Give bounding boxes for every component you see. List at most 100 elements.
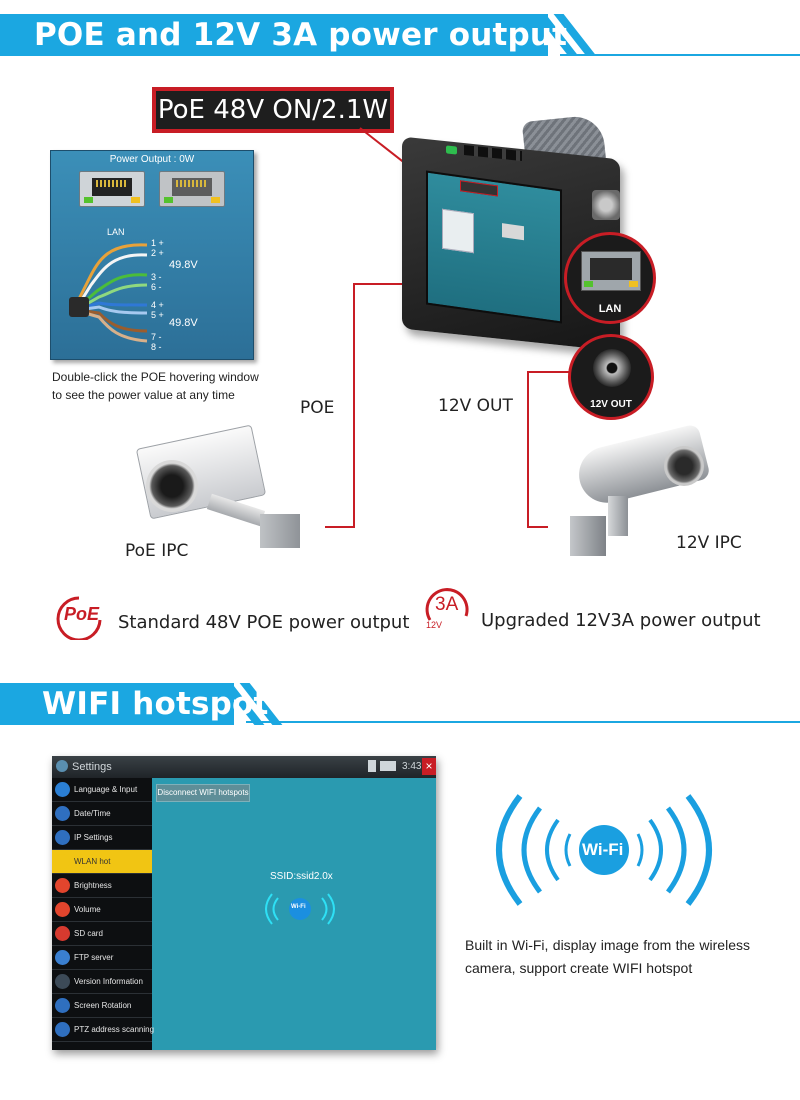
zoom-12v-label: 12V OUT [590,399,632,410]
menu-item[interactable]: Volume [52,898,152,922]
logo-12v: 12V [426,620,443,630]
menu-item[interactable]: IP Settings [52,826,152,850]
poe-caption-line2: to see the power value at any time [52,388,235,402]
voltage-bottom: 49.8V [169,317,198,329]
sd-card-icon [368,760,376,772]
led-green [584,281,593,287]
menu-item-icon [55,902,70,917]
menu-item-icon [55,878,70,893]
port-jack [590,258,632,280]
banner-line [246,721,800,723]
12v-feature-text: Upgraded 12V3A power output [481,610,761,631]
camera-lens-icon [664,446,704,486]
menu-item[interactable]: Date/Time [52,802,152,826]
camera-lens-icon [146,460,198,512]
pin-label: 7 - [151,333,162,342]
pin-label: 2 + [151,249,164,258]
menu-item-label: Language & Input [74,785,138,794]
led-yellow [629,281,638,287]
battery-icon [380,761,396,771]
disconnect-wifi-button[interactable]: Disconnect WIFI hotspots [156,784,250,802]
dc-port-zoom: 12V OUT [568,334,654,420]
lan-port-zoom: LAN [564,232,656,324]
menu-item-label: PTZ address scanning [74,1025,155,1034]
banner-bar [0,683,234,725]
pin-label: 6 - [151,283,162,292]
poe-label: POE [300,398,335,418]
menu-item-label: Brightness [74,881,112,890]
pin-number: 2 [151,248,157,258]
menu-item-icon [55,830,70,845]
banner-poe: POE and 12V 3A power output [0,14,800,56]
pin-sign: - [158,282,162,292]
out12v-label: 12V OUT [438,396,513,416]
led-green [84,197,93,203]
menu-item-label: IP Settings [74,833,113,842]
menu-item[interactable]: PTZ address scanning [52,1018,155,1042]
camera-arm [608,496,628,536]
dc-connector-line [527,371,572,528]
pin-label: 5 + [151,311,164,320]
menu-item-icon [55,1022,70,1037]
pin-sign: + [158,310,164,320]
pin-sign: - [158,332,162,342]
voltage-top: 49.8V [169,259,198,271]
menu-item[interactable]: Version Information [52,970,152,994]
menu-item-label: WLAN hot [74,857,111,866]
pin-number: 6 [151,282,157,292]
device-screen [426,170,562,324]
pin-number: 8 [151,342,157,352]
pin-number: 5 [151,310,157,320]
screen-port-icon [502,223,524,241]
port-icon-2 [159,171,225,207]
port-pins [96,180,128,187]
menu-item[interactable]: SD card [52,922,152,946]
menu-item[interactable]: Brightness [52,874,152,898]
poe-feature-text: Standard 48V POE power output [118,612,410,633]
pin-number: 3 [151,272,157,282]
pin-sign: + [158,300,164,310]
wifi-small-icon: Wi-Fi [258,890,342,928]
pin-sign: + [158,238,164,248]
camera-mount [570,516,606,556]
menu-item[interactable]: Screen Rotation [52,994,152,1018]
pin-label: 1 + [151,239,164,248]
pin-label: 3 - [151,273,162,282]
wifi-logo-icon: Wi-Fi [482,790,726,910]
poe-diagram-panel: Power Output : 0W LAN 1 + 2 + 3 - 6 - 4 … [50,150,254,360]
section-title-poe: POE and 12V 3A power output [34,17,568,53]
12v3a-logo-icon: 3A 12V [422,586,472,636]
lan-label: LAN [107,227,125,237]
menu-item-icon [55,950,70,965]
led-green [164,197,173,203]
menu-item[interactable]: WLAN hot [52,850,152,874]
status-time: 3:43 [402,761,422,772]
menu-item-label: Screen Rotation [74,1001,132,1010]
pin-label: 8 - [151,343,162,352]
wifi-small-svg [265,893,335,925]
pin-label: 4 + [151,301,164,310]
port-pins [176,180,208,187]
screen-panel-icon [442,208,474,254]
menu-item-icon [55,974,70,989]
menu-item[interactable]: Language & Input [52,778,152,802]
power-button-icon [446,145,457,155]
pin-sign: - [158,342,162,352]
poe-caption-line1: Double-click the POE hovering window [52,370,259,384]
camera-mount [260,514,300,548]
wifi-logo-text: Wi-Fi [582,840,624,859]
close-icon[interactable]: × [422,758,436,775]
menu-item[interactable]: FTP server [52,946,152,970]
pin-number: 7 [151,332,157,342]
power-output-title: Power Output : 0W [109,154,195,165]
12v3a-logo-svg [425,588,469,621]
menu-item-label: Date/Time [74,809,111,818]
settings-title: Settings [72,761,112,773]
poe-ipc-label: PoE IPC [125,541,189,561]
menu-item-icon [55,854,70,869]
poe-status-box: PoE 48V ON/2.1W [152,87,394,133]
menu-item-icon [55,806,70,821]
lan-port-icon [581,251,641,291]
